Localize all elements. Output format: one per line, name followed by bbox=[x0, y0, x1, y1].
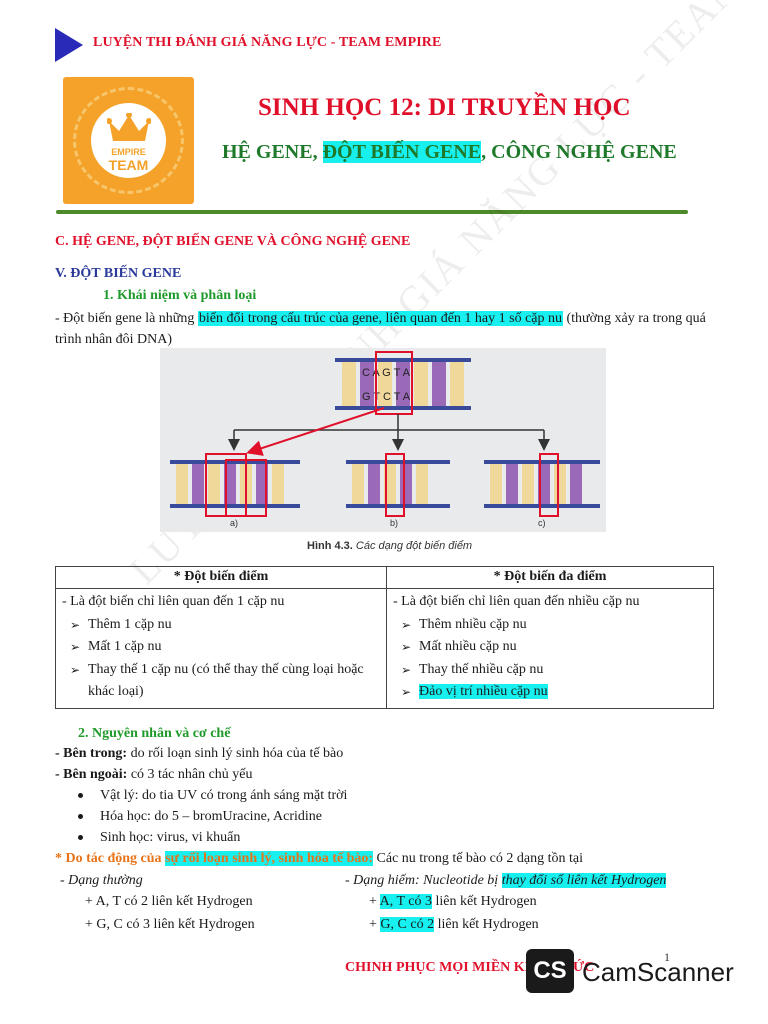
panel-label-a: a) bbox=[230, 518, 238, 528]
cause-outer: - Bên ngoài: có 3 tác nhân chủ yếu bbox=[55, 767, 253, 782]
arrow-bullet-icon: ➢ bbox=[70, 662, 81, 677]
definition-highlight: biến đổi trong cấu trúc của gene, liên q… bbox=[197, 311, 563, 326]
banner-text: LUYỆN THI ĐÁNH GIÁ NĂNG LỰC - TEAM EMPIR… bbox=[93, 35, 442, 50]
page-number: 1 bbox=[664, 950, 670, 964]
normal-form-title: - Dạng thường bbox=[60, 873, 143, 888]
svg-text:G T C T A: G T C T A bbox=[362, 391, 411, 403]
figure-caption: Hình 4.3. Các dạng đột biến điểm bbox=[307, 540, 473, 552]
bullet-icon bbox=[78, 835, 83, 841]
page-subtitle: HỆ GENE, ĐỘT BIẾN GENE, CÔNG NGHỆ GENE bbox=[222, 141, 677, 163]
subsection-2-heading: 2. Nguyên nhân và cơ chế bbox=[78, 726, 231, 741]
mutation-figure: C A G T A G T C T A bbox=[160, 348, 606, 532]
page-title: SINH HỌC 12: DI TRUYỀN HỌC bbox=[258, 94, 631, 121]
arrow-bullet-icon: ➢ bbox=[70, 617, 81, 632]
mutation-types-table: * Đột biến điểm * Đột biến đa điểm - Là … bbox=[55, 566, 714, 709]
mechanism-line: * Do tác động của sự rối loạn sinh lý, s… bbox=[55, 851, 583, 866]
arrow-bullet-icon: ➢ bbox=[401, 662, 412, 677]
camscanner-watermark: CS CamScanner bbox=[526, 945, 768, 997]
panel-b bbox=[346, 453, 450, 517]
header-divider bbox=[56, 210, 688, 214]
arrow-bullet-icon: ➢ bbox=[401, 640, 412, 654]
list-item: ➢Thêm nhiều cặp nu bbox=[393, 614, 707, 637]
subtitle-highlight: ĐỘT BIẾN GENE bbox=[322, 141, 482, 163]
list-item: ➢Mất nhiều cặp nu bbox=[393, 636, 707, 659]
rare-form-1: + A, T có 3 liên kết Hydrogen bbox=[369, 894, 537, 909]
list-item: ➢Mất 1 cặp nu bbox=[62, 636, 380, 659]
panel-a bbox=[170, 453, 300, 517]
camscanner-logo-icon: CS bbox=[526, 949, 574, 993]
table-header-multi: * Đột biến đa điểm bbox=[386, 566, 714, 589]
team-logo: EMPIRE TEAM bbox=[63, 77, 194, 204]
list-item: ➢Thay thế 1 cặp nu (có thể thay thế cùng… bbox=[62, 659, 380, 704]
rare-form-title: - Dạng hiếm: Nucleotide bị thay đổi số l… bbox=[345, 873, 667, 888]
normal-form-2: + G, C có 3 liên kết Hydrogen bbox=[85, 917, 255, 932]
panel-label-b: b) bbox=[390, 518, 398, 528]
arrow-bullet-icon: ➢ bbox=[401, 617, 412, 632]
bullet-icon bbox=[78, 793, 83, 799]
svg-text:C A G T A: C A G T A bbox=[362, 367, 411, 379]
list-item: ➢Thay thế nhiều cặp nu bbox=[393, 659, 707, 682]
panel-c bbox=[484, 453, 600, 517]
cause-bullet: Vật lý: do tia UV có trong ánh sáng mặt … bbox=[78, 786, 347, 806]
rare-form-2: + G, C có 2 liên kết Hydrogen bbox=[369, 917, 539, 932]
list-item: ➢Đảo vị trí nhiều cặp nu bbox=[393, 681, 707, 704]
camscanner-label: CamScanner bbox=[582, 957, 734, 987]
table-header-point: * Đột biến điểm bbox=[55, 566, 387, 589]
table-cell-multi: - Là đột biến chỉ liên quan đến nhiều cặ… bbox=[386, 588, 714, 709]
arrow-bullet-icon: ➢ bbox=[401, 685, 412, 699]
section-v-heading: V. ĐỘT BIẾN GENE bbox=[55, 266, 182, 281]
original-dna-strand: C A G T A G T C T A bbox=[335, 351, 471, 415]
banner-triangle-icon bbox=[55, 28, 83, 62]
bullet-icon bbox=[78, 814, 83, 820]
definition-paragraph: - Đột biến gene là những biến đổi trong … bbox=[55, 311, 706, 347]
panel-label-c: c) bbox=[538, 518, 546, 528]
cause-bullet: Hóa học: do 5 – bromUracine, Acridine bbox=[78, 807, 322, 827]
logo-text-top: EMPIRE bbox=[111, 147, 146, 157]
list-item: ➢Thêm 1 cặp nu bbox=[62, 614, 380, 637]
normal-form-1: + A, T có 2 liên kết Hydrogen bbox=[85, 894, 253, 909]
section-c-heading: C. HỆ GENE, ĐỘT BIẾN GENE VÀ CÔNG NGHỆ G… bbox=[55, 234, 411, 249]
dna-diagram: C A G T A G T C T A bbox=[170, 351, 600, 528]
cause-inner: - Bên trong: do rối loạn sinh lý sinh hó… bbox=[55, 746, 344, 761]
crown-icon bbox=[107, 113, 151, 141]
logo-text-bottom: TEAM bbox=[108, 157, 149, 173]
arrow-bullet-icon: ➢ bbox=[70, 640, 81, 654]
table-cell-point: - Là đột biến chỉ liên quan đến 1 cặp nu… bbox=[55, 588, 387, 709]
subsection-1-heading: 1. Khái niệm và phân loại bbox=[103, 288, 257, 303]
cause-bullet: Sinh học: virus, vi khuẩn bbox=[78, 828, 240, 848]
